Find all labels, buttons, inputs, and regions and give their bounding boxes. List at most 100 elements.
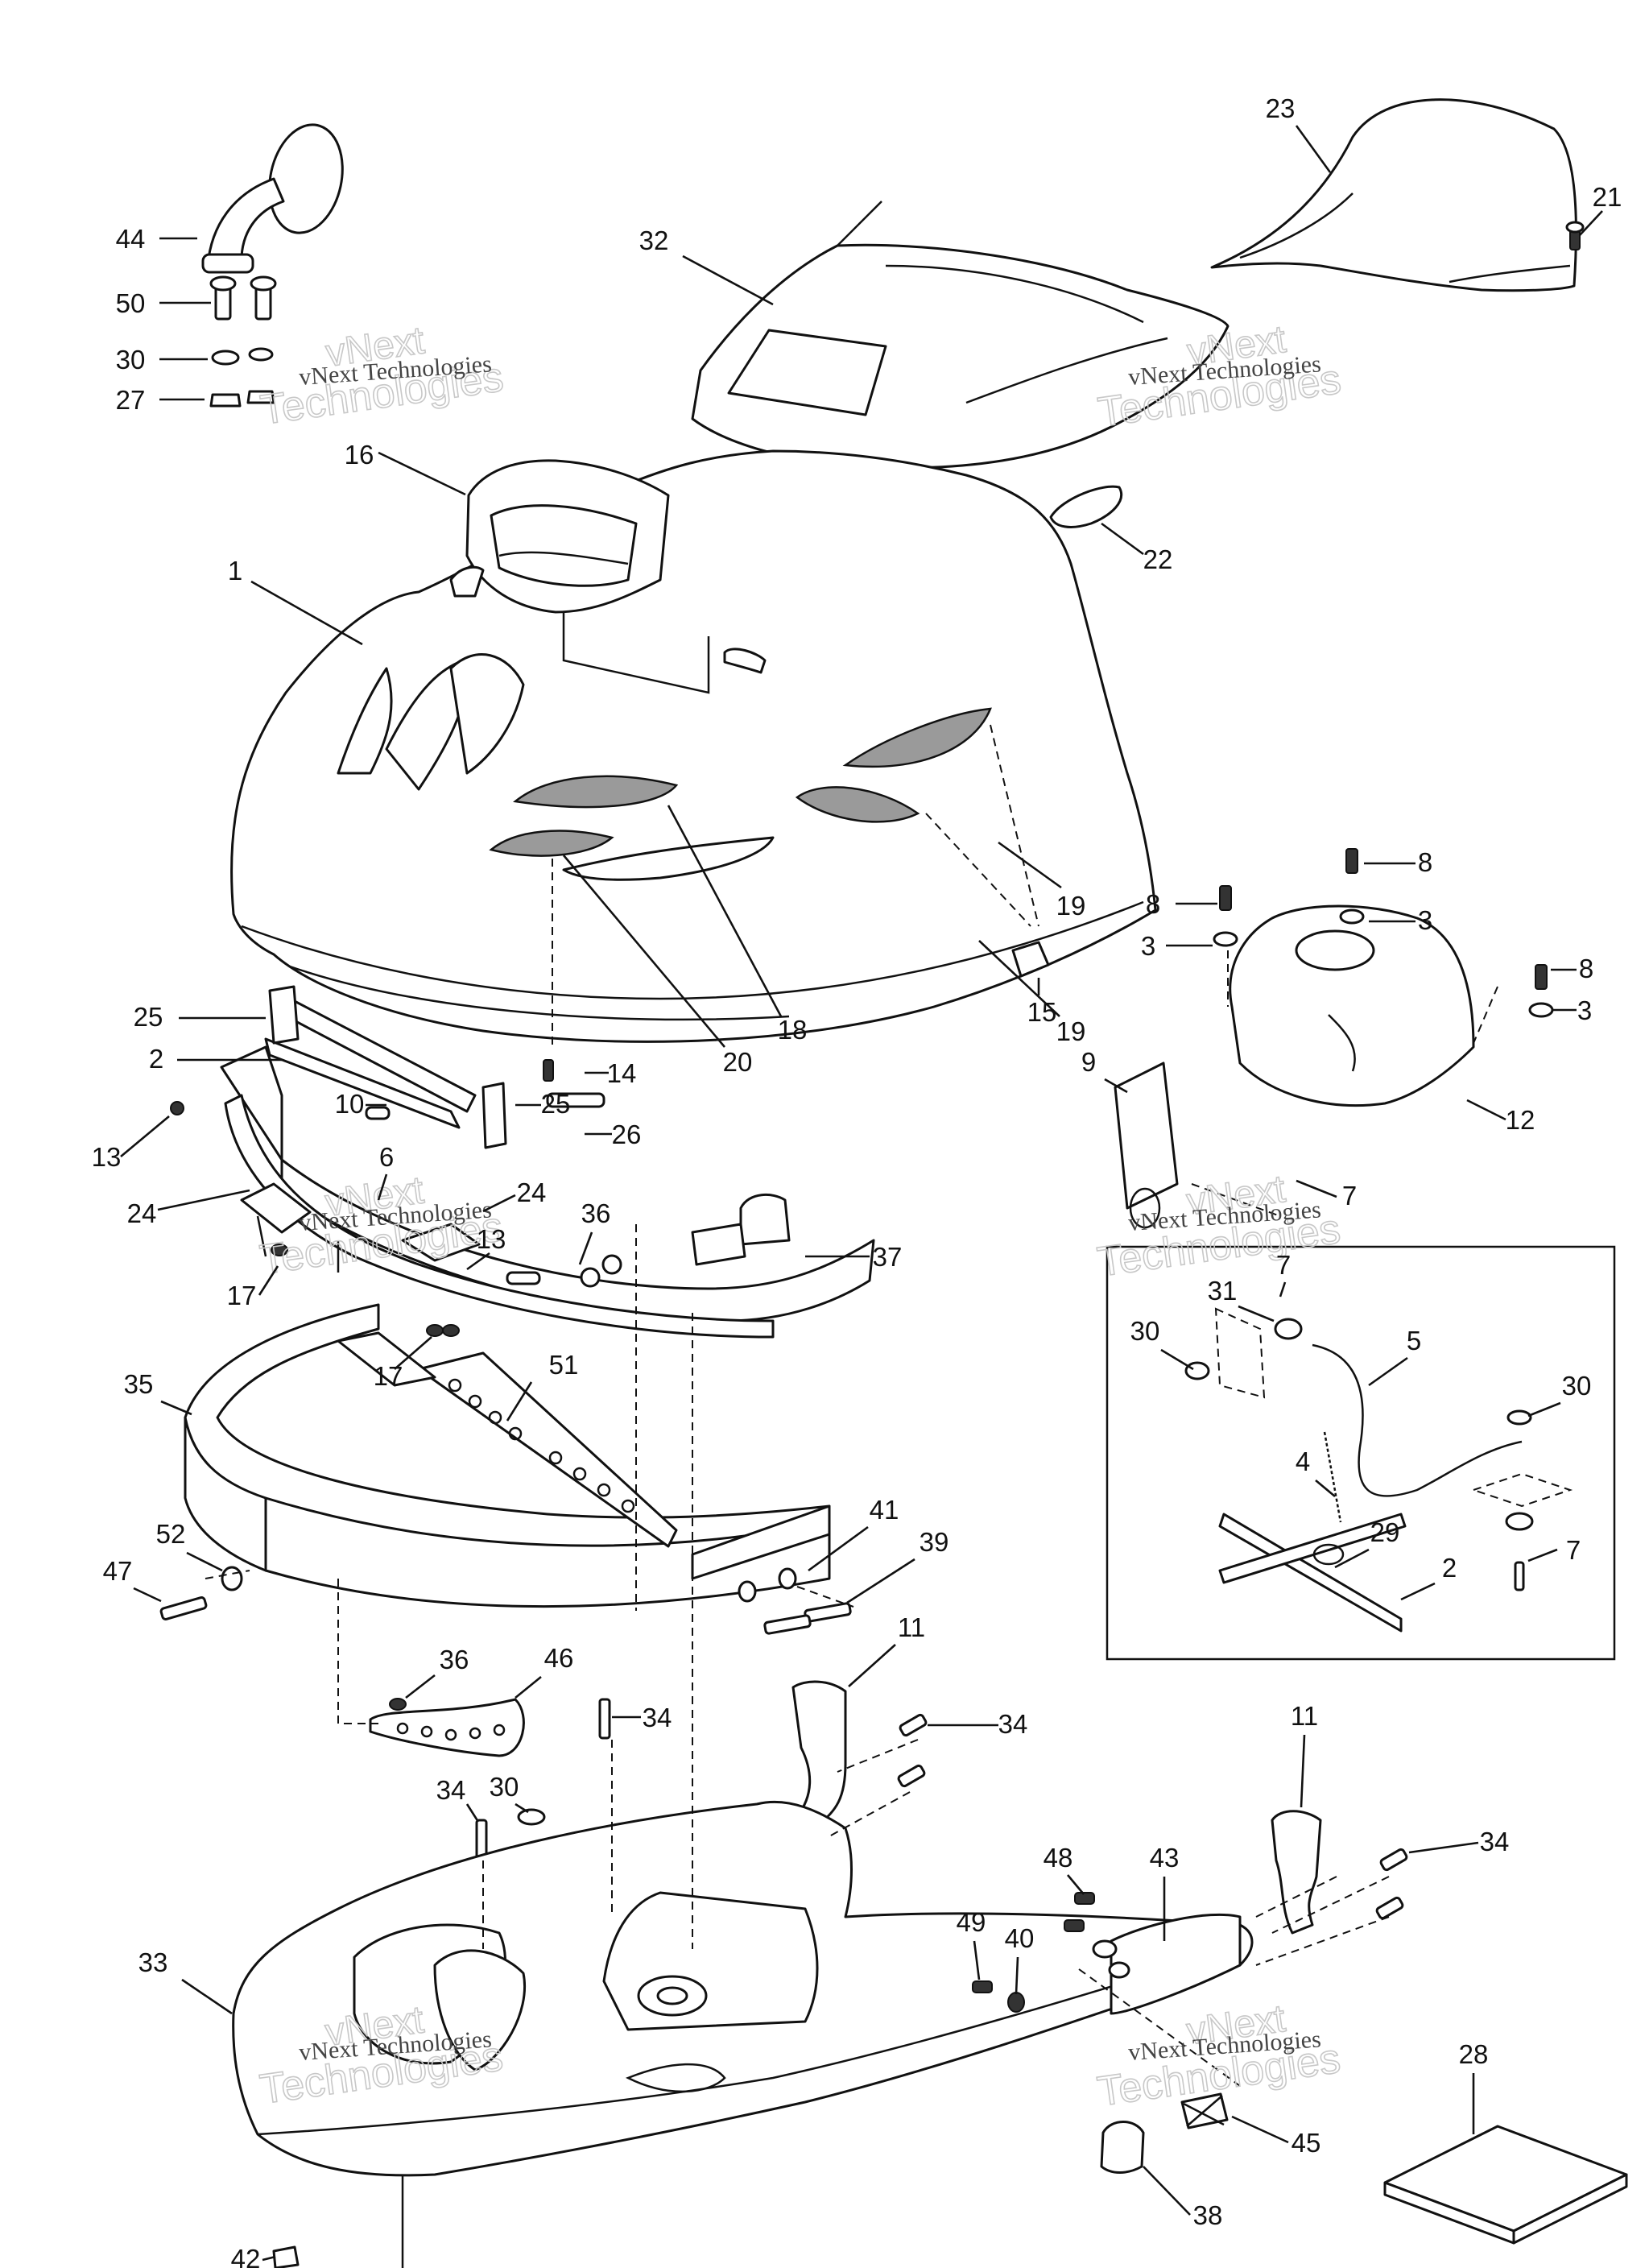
callout-leader-c16: [378, 451, 466, 496]
callout-label-c26: 26: [612, 1120, 642, 1149]
callout-label-c30b: 30: [1130, 1316, 1160, 1346]
callout-label-c38: 38: [1193, 2200, 1223, 2230]
callout-label-c25b: 25: [541, 1089, 571, 1119]
callout-label-c13a: 13: [92, 1142, 122, 1172]
clip-15: [1011, 941, 1050, 978]
callout-label-c34b: 34: [436, 1775, 466, 1805]
bracket-9: [1114, 1062, 1179, 1210]
callout-label-c11a: 11: [898, 1612, 925, 1642]
bracket-46: [369, 1698, 525, 1757]
callout-label-c20: 20: [723, 1047, 753, 1077]
callout-label-c7c: 7: [1566, 1535, 1581, 1565]
callout-label-c17a: 17: [227, 1281, 257, 1310]
callout-label-c3a: 3: [1141, 931, 1155, 961]
callout-label-c34d: 34: [1480, 1827, 1510, 1856]
windshield-part: [1210, 98, 1577, 292]
callout-leader-c40: [1015, 1956, 1019, 1995]
callout-leader-c7a: [1296, 1179, 1337, 1198]
bracket-11a: [791, 1680, 847, 1830]
vent-grille-20: [489, 830, 614, 857]
callout-leader-c1: [250, 580, 363, 646]
callout-label-c16: 16: [345, 440, 374, 470]
callout-label-c52: 52: [156, 1519, 186, 1549]
callout-label-c34c: 34: [998, 1709, 1028, 1739]
callout-label-c19a: 19: [1056, 891, 1086, 921]
callout-label-c43: 43: [1150, 1843, 1180, 1873]
callout-leader-c17a: [258, 1265, 279, 1296]
bracket-51: [417, 1351, 678, 1548]
callout-label-c1: 1: [228, 556, 242, 586]
cover-12: [1229, 904, 1475, 1107]
callout-label-c8b: 8: [1418, 847, 1432, 877]
callout-label-c46: 46: [544, 1643, 574, 1673]
callout-label-c42: 42: [231, 2244, 261, 2268]
callout-leader-c24b: [482, 1194, 516, 1213]
callout-label-c32: 32: [639, 226, 669, 255]
callout-label-c36a: 36: [581, 1198, 611, 1228]
callout-leader-c17b: [394, 1336, 432, 1370]
callout-label-c36b: 36: [440, 1645, 469, 1674]
callout-label-c31: 31: [1208, 1276, 1238, 1306]
callout-leader-c36b: [405, 1674, 436, 1699]
callout-label-c51: 51: [549, 1350, 579, 1380]
callout-leader-c19b: [978, 940, 1060, 1017]
callout-leader-c29: [1334, 1548, 1370, 1569]
callout-label-c50: 50: [116, 288, 146, 318]
nut-42: [272, 2245, 300, 2268]
callout-leader-c19a: [998, 841, 1062, 889]
callout-leader-c7c: [1527, 1548, 1558, 1562]
callout-leader-c18: [667, 805, 783, 1017]
callout-leader-c4: [1315, 1480, 1336, 1497]
callout-leader-c21: [1579, 210, 1603, 236]
callout-leader-c42: [262, 2255, 276, 2262]
callout-label-c12: 12: [1506, 1105, 1535, 1135]
callout-label-c8c: 8: [1579, 954, 1593, 983]
callout-leader-c30d: [515, 1802, 529, 1814]
inset-detail-box: [1106, 1245, 1616, 1661]
callout-leader-c30c: [1527, 1401, 1561, 1418]
callout-leader-c39: [846, 1558, 915, 1604]
callout-label-c17b: 17: [374, 1361, 403, 1391]
pad-28: [1383, 2125, 1628, 2233]
callout-leader-c34b: [465, 1803, 480, 1823]
bracket-46-holes: [396, 1722, 506, 1741]
callout-leader-c20: [563, 855, 725, 1048]
fasteners-8-3: [1213, 848, 1554, 1018]
callout-label-c24b: 24: [517, 1177, 547, 1207]
callout-label-c7a: 7: [1342, 1181, 1357, 1211]
callout-label-c2a: 2: [149, 1044, 163, 1074]
hood-part: [230, 449, 1157, 1043]
vent-grille-19b: [842, 707, 992, 768]
latch-part: [1049, 485, 1122, 528]
callout-label-c25a: 25: [134, 1002, 163, 1032]
callout-leader-c5: [1368, 1356, 1408, 1387]
callout-leader-c9: [1104, 1078, 1128, 1094]
callout-leader-c38: [1143, 2166, 1191, 2216]
callout-leader-c11b: [1300, 1734, 1306, 1808]
callout-label-c21: 21: [1593, 182, 1622, 212]
callout-label-c48: 48: [1044, 1843, 1073, 1873]
callout-label-c8a: 8: [1146, 889, 1160, 919]
callout-leader-c36a: [578, 1231, 593, 1265]
callout-label-c39: 39: [920, 1527, 949, 1557]
callout-label-c47: 47: [103, 1556, 133, 1586]
callout-leader-c24a: [157, 1189, 250, 1211]
callout-label-c15: 15: [1027, 997, 1057, 1027]
callout-label-c5: 5: [1407, 1326, 1421, 1355]
callout-label-c4: 4: [1296, 1446, 1310, 1476]
callout-leader-c35: [160, 1400, 192, 1416]
callout-leader-c2b: [1400, 1582, 1436, 1601]
rail-43: [1110, 1913, 1242, 2015]
callout-label-c18: 18: [778, 1015, 808, 1045]
callout-label-c27: 27: [116, 385, 146, 415]
callout-leader-c49: [973, 1940, 981, 1980]
callout-leader-c13b: [466, 1252, 490, 1271]
callout-label-c34a: 34: [643, 1703, 672, 1732]
callout-leader-c41: [808, 1525, 869, 1572]
callout-leader-c11a: [848, 1644, 896, 1687]
callout-label-c29: 29: [1370, 1517, 1400, 1547]
callout-leader-c47: [133, 1587, 162, 1603]
